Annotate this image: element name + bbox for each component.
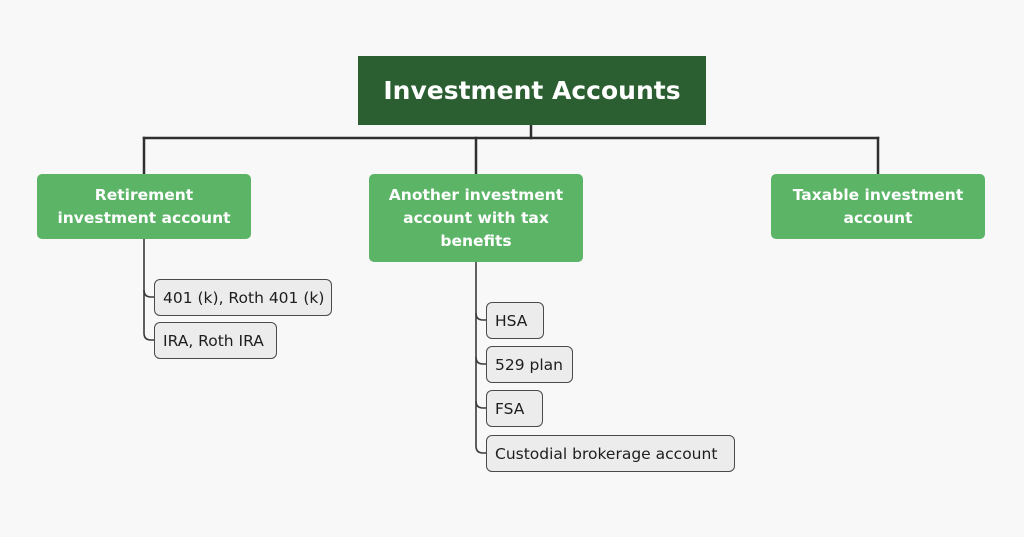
leaf-node-529-plan: 529 plan <box>486 346 573 383</box>
category-node-retirement: Retirement investment account <box>37 174 251 239</box>
category-node-taxable: Taxable investment account <box>771 174 985 239</box>
leaf-node-401k: 401 (k), Roth 401 (k) <box>154 279 332 316</box>
leaf-node-hsa: HSA <box>486 302 544 339</box>
leaf-connector <box>143 290 154 341</box>
category-node-tax-benefits: Another investment account with tax bene… <box>369 174 583 262</box>
leaf-connector <box>143 239 154 298</box>
leaf-node-custodial-brokerage: Custodial brokerage account <box>486 435 735 472</box>
root-node-title: Investment Accounts <box>358 56 706 125</box>
leaf-node-ira: IRA, Roth IRA <box>154 322 277 359</box>
leaf-node-fsa: FSA <box>486 390 543 427</box>
leaf-connector <box>475 262 486 321</box>
leaf-connector <box>475 401 486 454</box>
